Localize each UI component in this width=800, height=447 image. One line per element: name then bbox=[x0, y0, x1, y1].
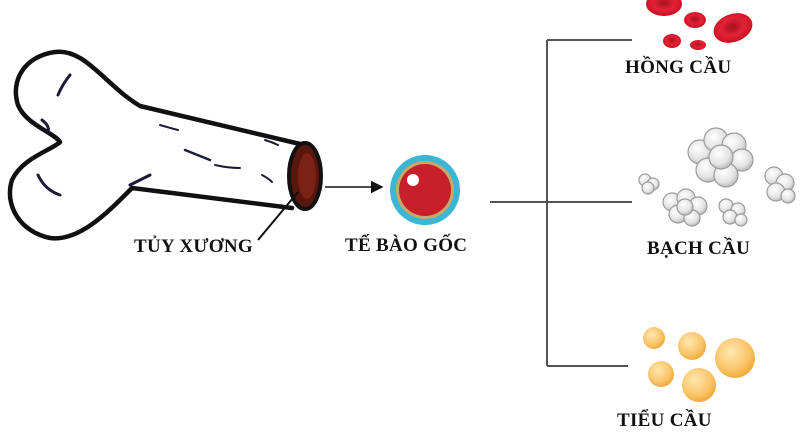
platelets-cluster bbox=[643, 327, 755, 402]
red-blood-cells-cluster bbox=[646, 0, 753, 50]
red-blood-cells-label: HỒNG CẦU bbox=[625, 57, 732, 78]
stem-cell-label: TẾ BÀO GỐC bbox=[345, 235, 468, 256]
marrow-pointer-line bbox=[257, 191, 299, 241]
bone-outline bbox=[7, 49, 303, 241]
bone-marrow-label: TỦY XƯƠNG bbox=[134, 236, 253, 257]
branch-connector bbox=[490, 39, 632, 367]
bone-illustration bbox=[7, 49, 323, 241]
white-blood-cells-label: BẠCH CẦU bbox=[647, 238, 751, 259]
platelets-label: TIỂU CẦU bbox=[617, 410, 712, 431]
white-blood-cells-cluster bbox=[638, 127, 796, 227]
stem-cell-illustration bbox=[390, 155, 460, 225]
